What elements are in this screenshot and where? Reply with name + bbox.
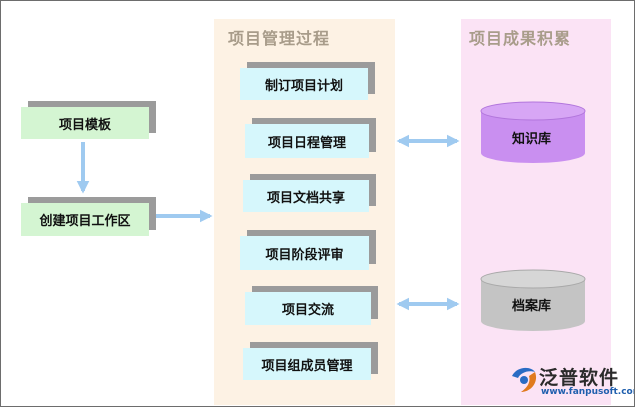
- process-column-title: 项目管理过程: [228, 29, 331, 48]
- create-workspace-box: 创建项目工作区: [21, 197, 156, 236]
- fanpu-logo-icon: [512, 367, 537, 392]
- step-make-plan: 制订项目计划: [240, 62, 375, 100]
- archive-label: 档案库: [512, 299, 552, 314]
- archive-cylinder: [480, 269, 586, 331]
- project-template-box: 项目模板: [21, 101, 156, 139]
- logo-url: www.fanpusoft.com: [541, 387, 635, 397]
- results-column-title: 项目成果积累: [469, 29, 572, 48]
- step-phase-review: 项目阶段评审: [240, 230, 376, 270]
- step-schedule-management: 项目日程管理: [245, 118, 376, 158]
- step-team-member-management: 项目组成员管理: [243, 342, 378, 380]
- results-column: [461, 19, 611, 405]
- logo-name: 泛普软件: [539, 367, 620, 389]
- step-communication: 项目交流: [245, 286, 378, 325]
- knowledge-base-cylinder: [480, 101, 586, 163]
- step-document-sharing: 项目文档共享: [243, 174, 376, 212]
- knowledge-base-label: 知识库: [512, 132, 552, 147]
